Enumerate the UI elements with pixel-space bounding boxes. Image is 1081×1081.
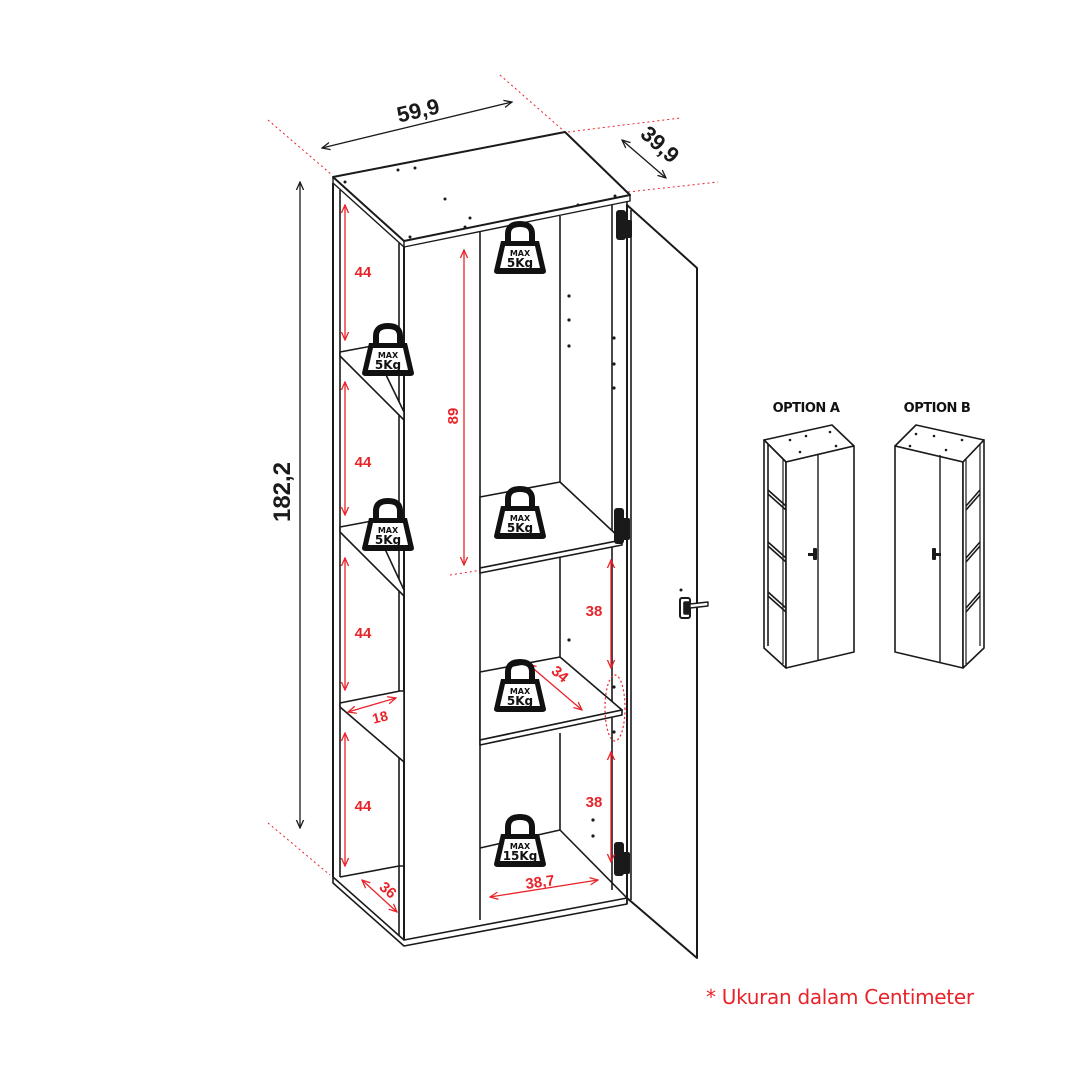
upper-compartment-height: 89 <box>445 408 462 425</box>
svg-text:MAX: MAX <box>510 249 531 258</box>
inner-width-label: 38,7 <box>524 872 555 893</box>
weight-tag: MAX 15Kg <box>494 817 546 867</box>
weight-tag: MAX 5Kg <box>494 224 546 274</box>
side-shelf-depth-label: 18 <box>371 707 390 726</box>
lower-compartment-height-2: 38 <box>586 794 603 811</box>
width-label: 59,9 <box>394 93 441 127</box>
svg-text:5Kg: 5Kg <box>375 358 401 372</box>
weight-tag: MAX 5Kg <box>362 326 414 376</box>
option-a: OPTION A <box>763 401 855 669</box>
svg-text:5Kg: 5Kg <box>375 533 401 547</box>
svg-text:MAX: MAX <box>510 514 531 523</box>
side-shelf-height-1: 44 <box>355 264 372 281</box>
weight-tag: MAX 5Kg <box>494 489 546 539</box>
depth-label: 39,9 <box>636 121 685 168</box>
svg-text:15Kg: 15Kg <box>503 849 538 863</box>
svg-text:MAX: MAX <box>510 687 531 696</box>
svg-text:MAX: MAX <box>378 351 399 360</box>
side-shelf-height-3: 44 <box>355 625 372 642</box>
svg-text:MAX: MAX <box>510 842 531 851</box>
weight-tag: MAX 5Kg <box>494 662 546 712</box>
option-a-label: OPTION A <box>773 401 840 416</box>
svg-text:5Kg: 5Kg <box>507 521 533 535</box>
side-shelf-height-2: 44 <box>355 454 372 471</box>
height-label: 182,2 <box>269 462 296 522</box>
side-bottom-depth-label: 36 <box>376 879 400 903</box>
cabinet <box>332 131 709 959</box>
door-handle <box>679 588 709 619</box>
weight-tag: MAX 5Kg <box>362 501 414 551</box>
svg-text:5Kg: 5Kg <box>507 694 533 708</box>
depth-arrow <box>622 140 666 178</box>
option-b: OPTION B <box>894 401 985 669</box>
option-b-label: OPTION B <box>904 401 971 416</box>
lower-compartment-height-1: 38 <box>586 603 603 620</box>
side-shelf-height-4: 44 <box>355 798 372 815</box>
footnote: * Ukuran dalam Centimeter <box>706 985 974 1009</box>
red-dimensions <box>345 205 611 912</box>
svg-text:5Kg: 5Kg <box>507 256 533 270</box>
width-arrow <box>322 102 512 148</box>
svg-text:MAX: MAX <box>378 526 399 535</box>
